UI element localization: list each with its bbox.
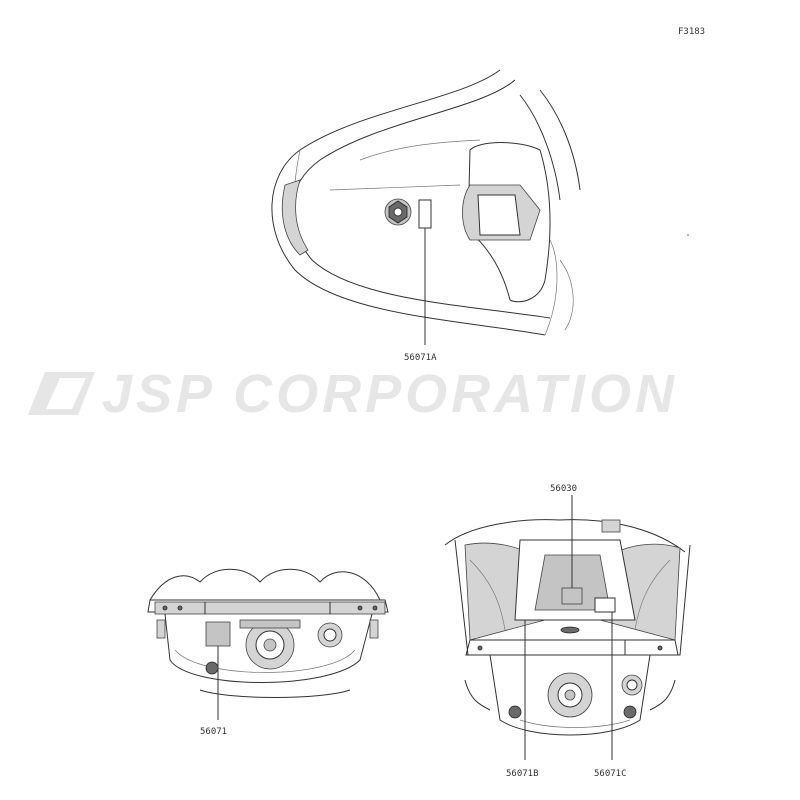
label-sticker-56071a (418, 199, 432, 229)
label-sticker-56071c (594, 597, 616, 613)
hull-rear-view-left: 56071 (147, 568, 389, 737)
watermark: JSP CORPORATION (28, 364, 678, 424)
hull-top-view: 56071A (271, 69, 689, 363)
hull-rear-view-right: 56030 56071B 56071C (444, 484, 691, 779)
callout-56071c: 56071C (594, 769, 627, 779)
callout-56071a: 56071A (404, 353, 437, 363)
jsp-slanted-logo-icon (28, 372, 95, 415)
callout-56071b: 56071B (506, 769, 539, 779)
label-sticker-56071 (205, 621, 231, 647)
callout-56071: 56071 (200, 727, 227, 737)
label-sticker-56030 (561, 587, 583, 605)
callout-56030: 56030 (550, 484, 577, 494)
watermark-text: JSP CORPORATION (102, 364, 678, 424)
figure-code: F3183 (678, 27, 705, 37)
